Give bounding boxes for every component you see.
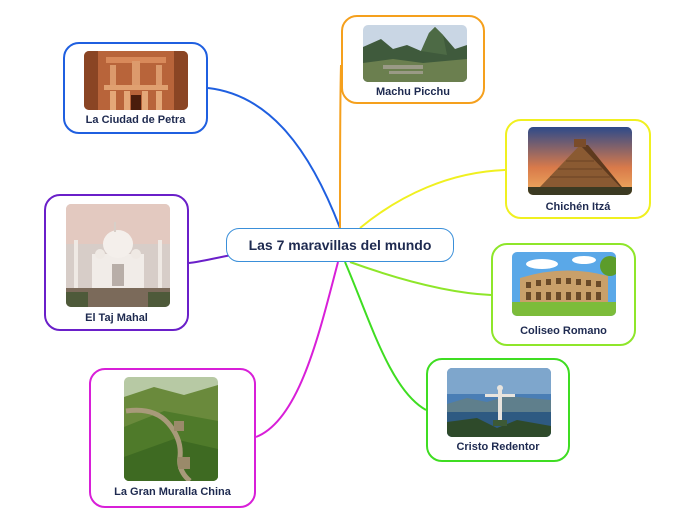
node-label: La Ciudad de Petra	[85, 114, 186, 126]
christ-statue-icon	[447, 368, 551, 437]
node-label: Chichén Itzá	[545, 201, 611, 213]
central-topic[interactable]: Las 7 maravillas del mundo	[226, 228, 454, 262]
node-label: El Taj Mahal	[85, 312, 148, 324]
node-taj-mahal[interactable]: El Taj Mahal	[44, 194, 189, 331]
machu-picchu-icon	[363, 25, 467, 82]
link-taj	[188, 254, 233, 264]
node-gran-muralla-china[interactable]: La Gran Muralla China	[89, 368, 256, 508]
pyramid-icon	[528, 127, 632, 195]
node-coliseo-romano[interactable]: Coliseo Romano	[491, 243, 636, 346]
node-cristo-redentor[interactable]: Cristo Redentor	[426, 358, 570, 462]
colosseum-icon	[512, 252, 616, 316]
node-machu-picchu[interactable]: Machu Picchu	[341, 15, 485, 104]
petra-treasury-icon	[84, 51, 188, 110]
taj-mahal-icon	[66, 204, 170, 307]
link-machu	[339, 64, 342, 229]
node-label: Machu Picchu	[376, 86, 450, 98]
node-label: Cristo Redentor	[456, 441, 540, 453]
link-cristo	[344, 261, 427, 411]
node-label: Coliseo Romano	[520, 325, 607, 337]
node-label: La Gran Muralla China	[114, 486, 231, 498]
node-chichen-itza[interactable]: Chichén Itzá	[505, 119, 651, 219]
link-petra	[207, 87, 341, 229]
link-chichen	[359, 169, 506, 229]
great-wall-icon	[124, 377, 218, 481]
link-muralla	[255, 261, 339, 438]
link-coliseo	[349, 261, 492, 296]
node-petra[interactable]: La Ciudad de Petra	[63, 42, 208, 134]
